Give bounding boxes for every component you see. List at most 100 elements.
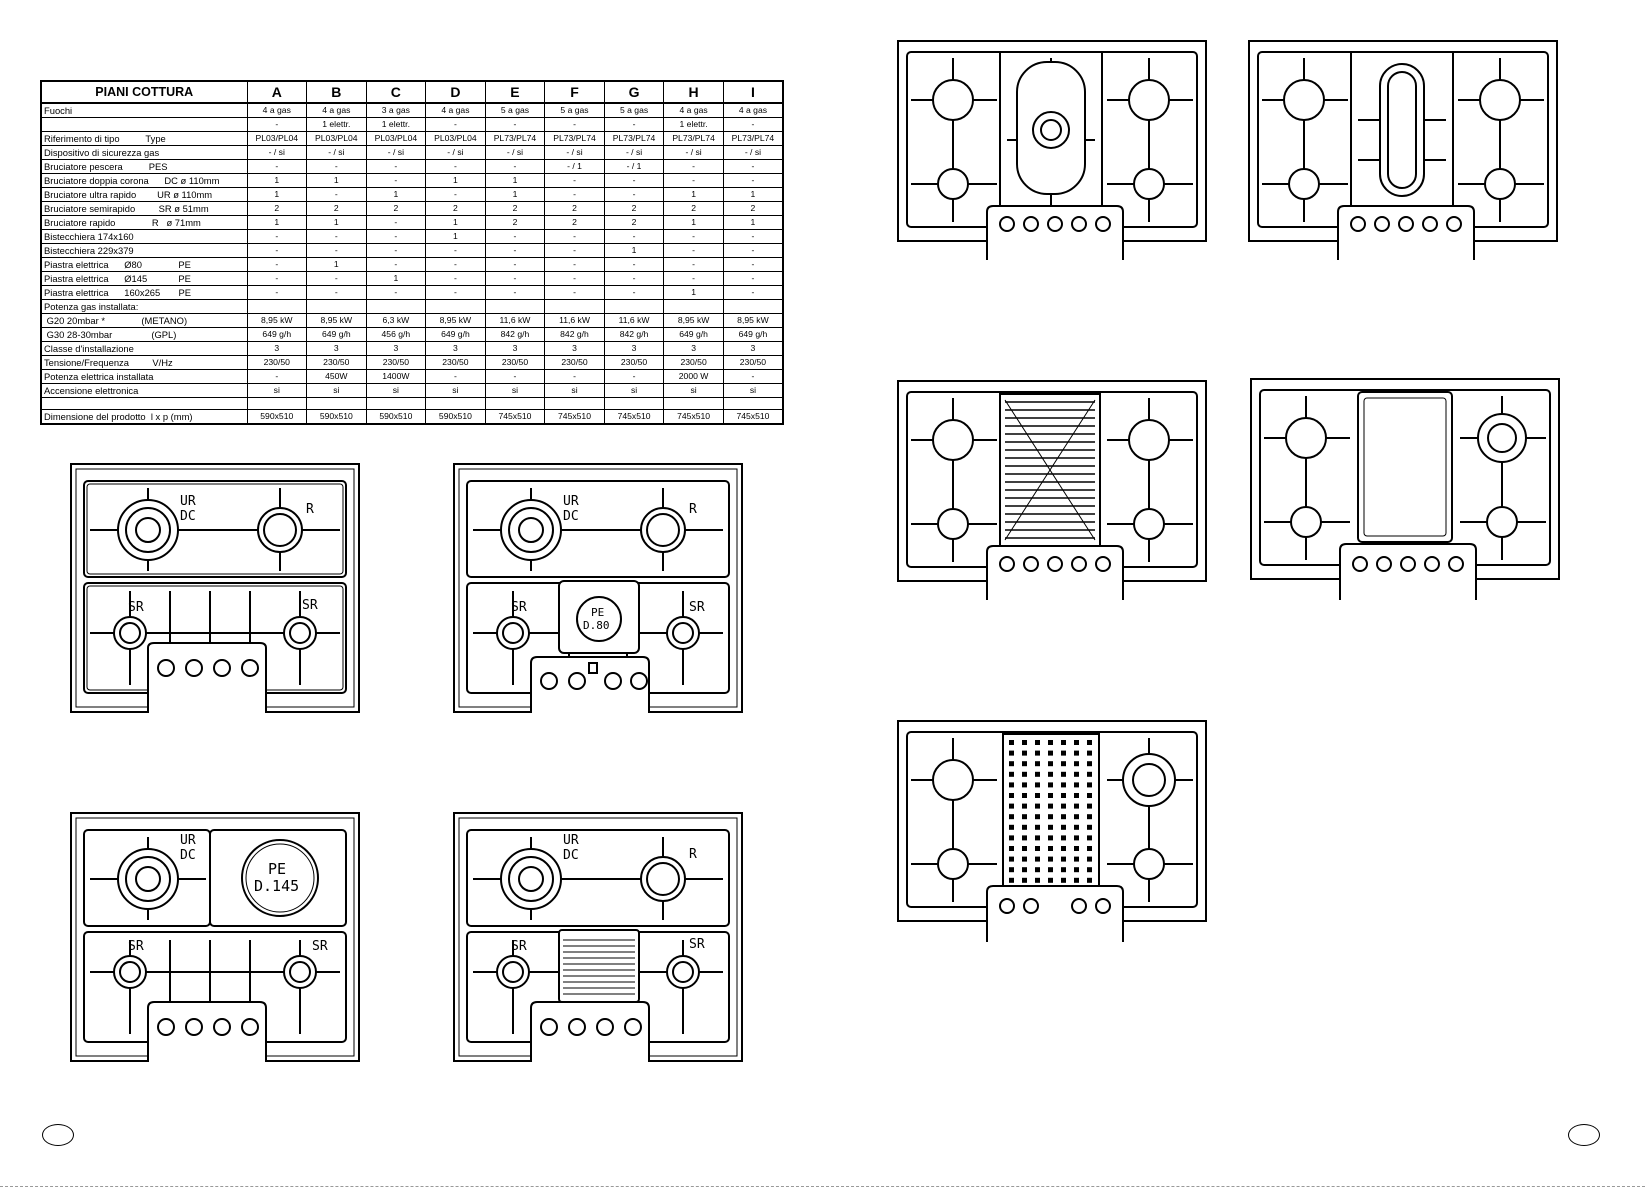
table-cell: 1 elettr.	[306, 117, 367, 132]
table-cell: 8,95 kW	[722, 313, 784, 328]
table-cell: -	[544, 117, 605, 132]
table-cell: 230/50	[484, 355, 546, 370]
table-cell: - / si	[544, 145, 605, 160]
row-label: Tensione/Frequenza V/Hz	[40, 355, 248, 370]
griddle-dot	[1009, 782, 1014, 788]
table-cell: 842 g/h	[484, 327, 546, 342]
table-cell: -	[246, 257, 308, 272]
griddle-dot	[1087, 856, 1092, 862]
col-header: A	[246, 80, 308, 104]
griddle-dot	[1009, 835, 1014, 841]
table-cell: -	[306, 159, 367, 174]
griddle-dot	[1048, 824, 1053, 830]
griddle-dot	[1048, 846, 1053, 851]
row-label: G20 20mbar * (METANO)	[40, 313, 248, 328]
griddle-dot	[1035, 793, 1040, 798]
row-label: G30 28-30mbar (GPL)	[40, 327, 248, 342]
griddle-dot	[1074, 761, 1079, 767]
table-cell: -	[544, 243, 605, 258]
row-label	[40, 117, 248, 132]
griddle-dot	[1087, 740, 1092, 745]
table-cell: -	[663, 159, 724, 174]
table-cell: 2	[246, 201, 308, 216]
table-cell: 2	[544, 201, 605, 216]
griddle-dot	[1009, 793, 1014, 798]
griddle-dot	[1022, 835, 1027, 841]
table-cell: 649 g/h	[425, 327, 486, 342]
griddle-dot	[1022, 803, 1027, 809]
griddle-dot	[1087, 761, 1092, 767]
griddle-dot	[1022, 846, 1027, 851]
table-cell: -	[246, 285, 308, 300]
table-cell: 3	[544, 341, 605, 356]
table-cell: 2	[663, 201, 724, 216]
table-cell: -	[246, 159, 308, 174]
table-cell: 2	[603, 215, 665, 230]
table-row: Bruciatore pescera PES------ / 1- / 1--	[40, 159, 784, 174]
griddle-dot	[1009, 750, 1014, 756]
table-cell: 649 g/h	[306, 327, 367, 342]
table-cell: -	[603, 187, 665, 202]
table-cell: PL73/PL74	[603, 131, 665, 146]
table-cell: PL73/PL74	[722, 131, 784, 146]
table-header-row: PIANI COTTURA A B C D E F G H I	[40, 80, 784, 104]
table-cell: -	[425, 243, 486, 258]
griddle-dot	[1009, 814, 1014, 820]
table-cell: -	[425, 117, 486, 132]
table-row: -1 elettr.1 elettr.----1 elettr.-	[40, 117, 784, 132]
table-cell: -	[663, 173, 724, 188]
table-cell: 1 elettr.	[365, 117, 427, 132]
row-label: Bruciatore rapido R ø 71mm	[40, 215, 248, 230]
table-cell	[425, 299, 486, 314]
griddle-dot	[1074, 846, 1079, 851]
griddle-dot	[1074, 771, 1079, 777]
page-number-marker-right	[1568, 1124, 1600, 1146]
table-cell: -	[663, 257, 724, 272]
spacer-row	[40, 397, 784, 410]
griddle-dot	[1009, 771, 1014, 777]
label-dc: DC	[563, 848, 579, 863]
row-label: Piastra elettrica 160x265 PE	[40, 285, 248, 300]
table-cell: 3	[722, 341, 784, 356]
griddle-dot	[1061, 740, 1066, 745]
label-ur: UR	[180, 833, 196, 848]
table-cell: 1	[246, 173, 308, 188]
empty-cell	[544, 397, 605, 410]
table-cell	[306, 299, 367, 314]
griddle-dot	[1074, 856, 1079, 862]
griddle-dot	[1048, 835, 1053, 841]
table-cell: - / si	[663, 145, 724, 160]
griddle-dot	[1087, 824, 1092, 830]
table-cell: 2	[603, 201, 665, 216]
table-cell: 230/50	[425, 355, 486, 370]
hob-d-drawing: UR DC R SR SR	[453, 812, 743, 1062]
griddle-dot	[1061, 771, 1066, 777]
table-cell: 230/50	[365, 355, 427, 370]
table-cell: -	[246, 117, 308, 132]
table-cell: -	[306, 187, 367, 202]
table-cell: 5 a gas	[544, 102, 605, 118]
label-pe-size: D.80	[583, 619, 610, 632]
row-label: Classe d'installazione	[40, 341, 248, 356]
hob-a-drawing: UR DC R SR SR	[70, 463, 360, 713]
table-cell: 3	[306, 341, 367, 356]
griddle-dot	[1074, 740, 1079, 745]
table-cell: PL73/PL74	[484, 131, 546, 146]
table-cell: 745x510	[722, 409, 784, 425]
table-cell: - / 1	[603, 159, 665, 174]
label-dc: DC	[563, 509, 579, 524]
hob-diagram-h	[1250, 378, 1560, 600]
griddle-dot	[1048, 782, 1053, 788]
table-cell: -	[246, 229, 308, 244]
table-cell: 1	[306, 215, 367, 230]
row-label: Bruciatore semirapido SR ø 51mm	[40, 201, 248, 216]
table-cell: -	[722, 271, 784, 286]
table-cell: 4 a gas	[425, 102, 486, 118]
col-header: B	[306, 80, 367, 104]
table-cell: -	[484, 271, 546, 286]
table-cell: 230/50	[544, 355, 605, 370]
griddle-dot	[1022, 824, 1027, 830]
